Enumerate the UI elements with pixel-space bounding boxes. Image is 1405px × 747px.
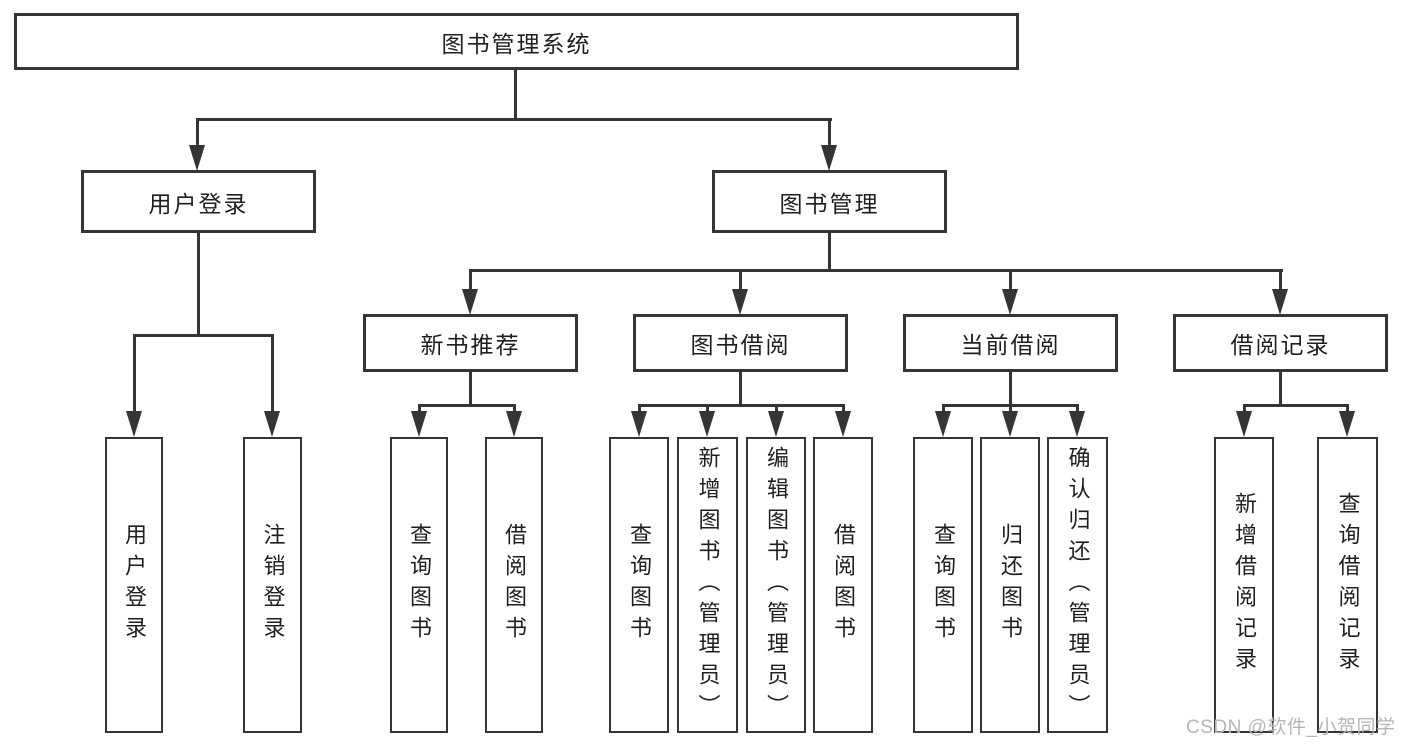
node-borrowing-records: 借阅记录 — [1173, 314, 1388, 372]
node-user-login: 用户登录 — [81, 170, 316, 233]
leaf-query-books: 查询图书 — [390, 437, 448, 733]
node-new-book-recommend: 新书推荐 — [363, 314, 578, 372]
connector-line — [196, 118, 832, 121]
arrowhead-down-icon — [1339, 411, 1355, 437]
connector-line — [271, 334, 274, 419]
arrowhead-down-icon — [462, 289, 478, 315]
node-current-borrowing: 当前借阅 — [903, 314, 1118, 372]
connector-line — [739, 269, 742, 297]
connector-line — [514, 66, 517, 121]
connector-line — [196, 118, 199, 153]
arrowhead-down-icon — [506, 411, 522, 437]
connector-line — [828, 118, 831, 153]
node-book-management: 图书管理 — [712, 170, 947, 233]
leaf-query-books: 查询图书 — [609, 437, 669, 733]
arrowhead-down-icon — [768, 411, 784, 437]
connector-line — [1279, 269, 1282, 297]
arrowhead-down-icon — [699, 411, 715, 437]
leaf-add-borrow-record: 新增借阅记录 — [1214, 437, 1274, 733]
connector-line — [197, 232, 200, 337]
connector-line — [828, 232, 831, 272]
leaf-query-books: 查询图书 — [913, 437, 973, 733]
connector-line — [133, 334, 274, 337]
arrowhead-down-icon — [189, 145, 205, 171]
leaf-add-books-admin: 新增图书（管理员） — [677, 437, 738, 733]
connector-line — [469, 269, 472, 297]
leaf-confirm-return-admin: 确认归还（管理员） — [1047, 437, 1108, 733]
connector-line — [1279, 370, 1282, 407]
connector-line — [638, 404, 845, 407]
arrowhead-down-icon — [732, 289, 748, 315]
arrowhead-down-icon — [821, 145, 837, 171]
arrowhead-down-icon — [1272, 289, 1288, 315]
leaf-user-login: 用户登录 — [105, 437, 163, 733]
connector-line — [418, 404, 516, 407]
connector-line — [133, 334, 136, 419]
leaf-borrow-books: 借阅图书 — [485, 437, 543, 733]
arrowhead-down-icon — [126, 411, 142, 437]
arrowhead-down-icon — [631, 411, 647, 437]
leaf-query-borrow-record: 查询借阅记录 — [1317, 437, 1378, 733]
leaf-return-books: 归还图书 — [980, 437, 1040, 733]
connector-line — [469, 370, 472, 407]
arrowhead-down-icon — [935, 411, 951, 437]
arrowhead-down-icon — [1069, 411, 1085, 437]
connector-line — [739, 370, 742, 407]
leaf-borrow-books: 借阅图书 — [813, 437, 873, 733]
connector-line — [1243, 404, 1349, 407]
arrowhead-down-icon — [264, 411, 280, 437]
arrowhead-down-icon — [1002, 411, 1018, 437]
connector-line — [469, 269, 1283, 272]
leaf-edit-books-admin: 编辑图书（管理员） — [746, 437, 806, 733]
connector-line — [1009, 370, 1012, 407]
arrowhead-down-icon — [411, 411, 427, 437]
arrowhead-down-icon — [1002, 289, 1018, 315]
node-library-management-system: 图书管理系统 — [14, 13, 1019, 70]
arrowhead-down-icon — [1236, 411, 1252, 437]
watermark: CSDN @软件_小贺同学 — [1186, 717, 1396, 738]
connector-line — [1009, 269, 1012, 297]
arrowhead-down-icon — [835, 411, 851, 437]
node-book-borrowing: 图书借阅 — [633, 314, 848, 372]
leaf-logout: 注销登录 — [243, 437, 302, 733]
